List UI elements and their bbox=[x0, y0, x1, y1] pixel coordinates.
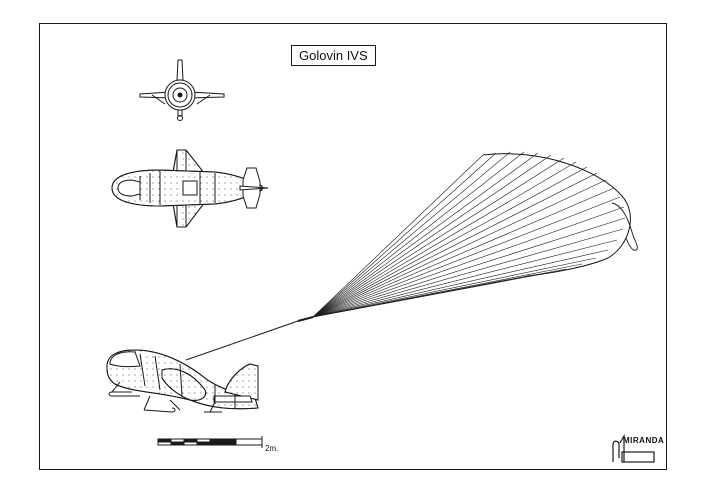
front-view bbox=[139, 59, 225, 121]
drawing-frame bbox=[39, 23, 667, 470]
top-view bbox=[111, 149, 269, 228]
miranda-logo bbox=[612, 433, 655, 463]
parachute bbox=[185, 151, 638, 361]
logo-text: MIRANDA bbox=[623, 436, 665, 445]
scale-bar bbox=[157, 436, 263, 448]
drawing-title: Golovin IVS bbox=[291, 45, 376, 66]
side-view bbox=[106, 349, 259, 413]
scale-label: 2m. bbox=[265, 444, 279, 453]
